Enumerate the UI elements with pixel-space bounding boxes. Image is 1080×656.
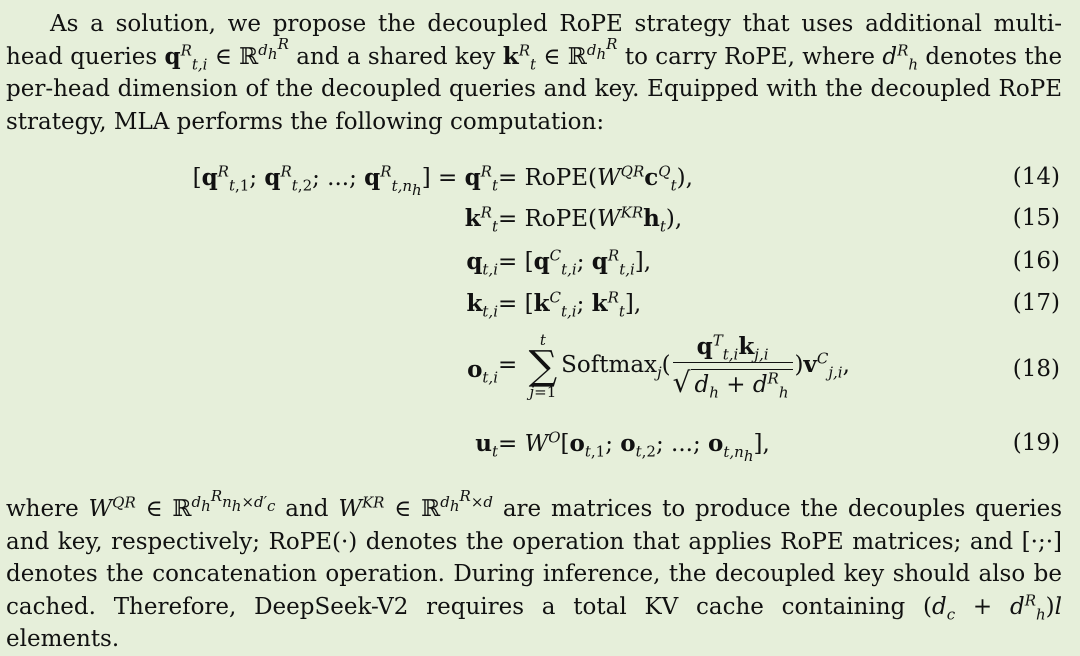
eq16-number: (16)	[1012, 248, 1060, 274]
equation-14: [qRt,1; qRt,2; ...; qRt,nh] = qRt = RoPE…	[0, 164, 1080, 204]
math-W-KR: WKR ∈ ℝdhR×d	[338, 487, 493, 522]
intro-text-3: to carry RoPE, where	[624, 43, 875, 70]
eq14-number: (14)	[1012, 164, 1060, 190]
eq15-number: (15)	[1012, 205, 1060, 231]
eq16-rhs: = [qCt,i; qRt,i],	[498, 246, 652, 279]
math-k-tR: kRt ∈ ℝdhR	[502, 34, 618, 74]
outro-text-3: are matrices to produce the decouples qu…	[6, 496, 1063, 620]
eq18-lhs: ot,i	[467, 356, 498, 387]
eq14-lhs: [qRt,1; qRt,2; ...; qRt,nh] = qRt	[192, 162, 498, 199]
outro-text-2: and	[285, 496, 329, 522]
equation-16: qt,i = [qCt,i; qRt,i], (16)	[0, 248, 1080, 288]
fraction: qTt,ikj,i√dh + dRh	[672, 333, 793, 400]
equation-19: ut = WO[ot,1; ot,2; ...; ot,nh], (19)	[0, 430, 1080, 470]
equation-17: kt,i = [kCt,i; kRt], (17)	[0, 290, 1080, 330]
intro-text-2: and a shared key	[296, 43, 496, 70]
intro-paragraph: As a solution, we propose the decoupled …	[6, 8, 1062, 138]
math-q-tiR: qRt,i ∈ ℝdhR	[164, 34, 289, 74]
paper-page: As a solution, we propose the decoupled …	[0, 8, 1080, 652]
eq16-lhs: qt,i	[466, 248, 498, 279]
math-kv-cache: (dc + dRh)l	[923, 590, 1062, 624]
intro-text-4: denotes the per-head dimension of the de…	[6, 43, 1063, 135]
outro-text-4: elements.	[6, 626, 120, 652]
eq17-lhs: kt,i	[466, 290, 498, 321]
intro-text-1: As a solution, we propose the decoupled …	[6, 11, 1062, 70]
eq19-lhs: ut	[475, 430, 498, 461]
eq15-rhs: = RoPE(WKRht),	[498, 203, 683, 236]
eq17-number: (17)	[1012, 290, 1060, 316]
eq19-number: (19)	[1012, 430, 1060, 456]
outro-text-1: where	[6, 496, 79, 522]
eq18-number: (18)	[1012, 356, 1060, 382]
outro-paragraph: where WQR ∈ ℝdhRnh×d′c and WKR ∈ ℝdhR×d …	[6, 487, 1063, 656]
math-W-QR: WQR ∈ ℝdhRnh×d′c	[88, 487, 276, 522]
math-d-hR: dRh	[882, 40, 919, 74]
equation-15: kRt = RoPE(WKRht), (15)	[0, 205, 1080, 245]
eq19-rhs: = WO[ot,1; ot,2; ...; ot,nh],	[498, 428, 770, 465]
summation: t∑j=1	[528, 331, 558, 401]
eq17-rhs: = [kCt,i; kRt],	[498, 288, 642, 321]
eq15-lhs: kRt	[464, 203, 498, 236]
eq14-rhs: = RoPE(WQRcQt),	[498, 162, 693, 195]
